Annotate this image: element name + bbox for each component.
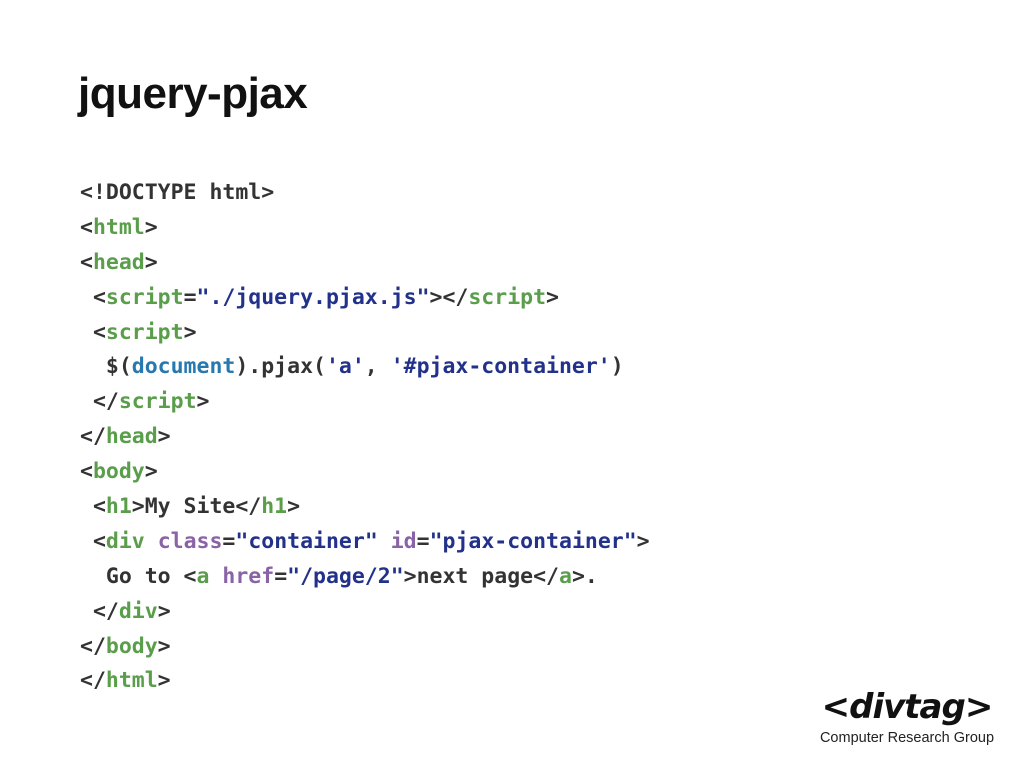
code-line: <head> — [80, 246, 650, 281]
code-token-text: ).pjax( — [235, 354, 326, 380]
code-line: </script> — [80, 385, 650, 420]
code-token-tag: html — [105, 668, 158, 694]
code-token-punct: > — [144, 214, 158, 240]
code-line: </body> — [80, 630, 650, 665]
code-token-punct: < — [80, 214, 93, 240]
code-token-punct: </ — [80, 389, 119, 415]
code-token-punct: > — [157, 598, 171, 624]
code-token-punct: > — [157, 668, 171, 694]
code-token-punct: > — [636, 528, 650, 554]
code-token-punct: </ — [80, 424, 106, 450]
code-token-text: $( — [80, 354, 132, 380]
code-token-punct — [209, 564, 222, 589]
code-token-tag: div — [118, 598, 158, 624]
code-line: </head> — [80, 420, 650, 455]
code-token-tag: head — [92, 249, 145, 275]
code-token-punct: > — [144, 249, 158, 275]
code-token-str: "/page/2" — [287, 563, 404, 589]
code-token-punct: > — [144, 459, 158, 485]
code-token-str: "container" — [235, 528, 378, 554]
code-token-str: "./jquery.pjax.js" — [196, 284, 430, 310]
code-token-punct: > — [546, 284, 559, 310]
code-token-tag: script — [105, 284, 184, 310]
slide-title: jquery-pjax — [78, 69, 308, 118]
code-token-punct: >. — [571, 563, 598, 589]
code-token-text: ) — [610, 354, 624, 380]
code-token-obj: document — [131, 354, 236, 380]
code-token-punct — [145, 529, 158, 554]
code-line: <html> — [80, 211, 650, 246]
code-token-attr: class — [157, 528, 223, 554]
code-token-punct: = — [416, 528, 430, 554]
code-line: <h1>My Site</h1> — [80, 490, 650, 525]
code-token-punct: < — [80, 528, 106, 554]
brand-logo-block: <divtag> Computer Research Group — [812, 688, 1002, 746]
code-token-punct: = — [274, 563, 288, 589]
code-line: Go to <a href="/page/2">next page</a>. — [80, 560, 650, 595]
code-token-punct: = — [222, 528, 236, 554]
code-token-punct: >My Site</ — [131, 494, 262, 520]
divtag-logo: <divtag> — [821, 687, 994, 727]
code-token-text: >next page</ — [403, 563, 559, 589]
code-token-tag: head — [105, 424, 158, 450]
code-token-tag: a — [196, 563, 210, 589]
code-token-punct: </ — [80, 598, 119, 624]
code-token-punct: = — [183, 284, 197, 310]
code-token-punct: < — [80, 494, 106, 520]
code-token-text: , — [364, 354, 391, 380]
code-token-punct: <!DOCTYPE html> — [80, 180, 275, 205]
code-line: <script> — [80, 316, 650, 351]
code-token-tag: body — [92, 459, 145, 485]
code-line: </div> — [80, 595, 650, 630]
code-token-tag: script — [118, 389, 197, 415]
code-token-punct: > — [183, 319, 197, 345]
code-line: $(document).pjax('a', '#pjax-container') — [80, 350, 650, 385]
code-token-text: Go to < — [80, 563, 197, 589]
code-block: <!DOCTYPE html><html><head> <script="./j… — [80, 176, 650, 699]
code-token-tag: script — [105, 319, 184, 345]
code-token-str: "pjax-container" — [429, 528, 637, 554]
code-token-str: '#pjax-container' — [390, 354, 611, 380]
code-token-punct: > — [157, 633, 171, 659]
code-token-tag: a — [558, 563, 572, 589]
code-line: <!DOCTYPE html> — [80, 176, 650, 211]
code-token-punct: < — [80, 284, 106, 310]
code-token-tag: html — [92, 214, 145, 240]
code-line: <script="./jquery.pjax.js"></script> — [80, 281, 650, 316]
code-token-tag: body — [105, 633, 158, 659]
code-token-str: 'a' — [325, 354, 365, 380]
code-token-punct — [378, 529, 391, 554]
code-token-punct: < — [80, 319, 106, 345]
code-token-punct: > — [157, 424, 171, 450]
code-token-attr: href — [222, 563, 275, 589]
code-line: <body> — [80, 455, 650, 490]
code-token-punct: </ — [80, 633, 106, 659]
code-token-punct: < — [80, 249, 93, 275]
code-token-punct: </ — [80, 668, 106, 694]
code-token-punct: > — [196, 389, 210, 415]
code-token-tag: script — [468, 284, 547, 310]
code-token-punct: ></ — [429, 284, 469, 310]
code-token-attr: id — [390, 528, 417, 554]
code-token-tag: h1 — [105, 494, 132, 520]
code-token-punct: > — [287, 494, 301, 520]
code-token-tag: h1 — [261, 494, 288, 520]
code-token-tag: div — [105, 528, 145, 554]
code-line: </html> — [80, 664, 650, 699]
code-token-punct: < — [80, 459, 93, 485]
code-line: <div class="container" id="pjax-containe… — [80, 525, 650, 560]
brand-subtitle: Computer Research Group — [819, 730, 995, 746]
